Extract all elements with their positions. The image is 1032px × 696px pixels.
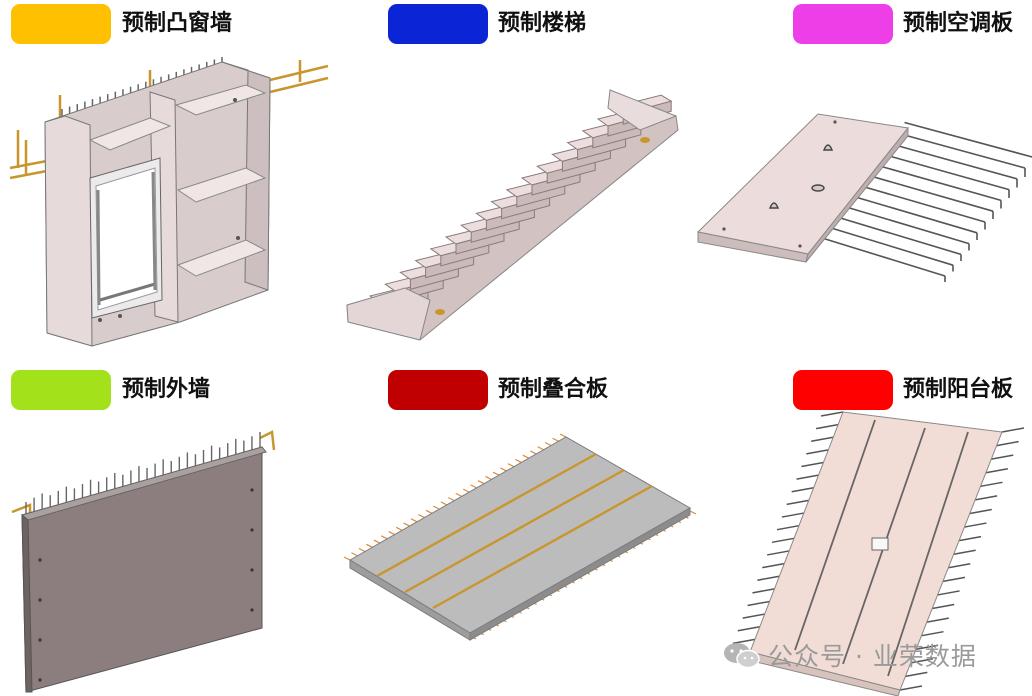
bay-window-wall-drawing — [9, 57, 329, 347]
exterior-wall-drawing — [11, 430, 276, 693]
legend-swatch-stair — [388, 4, 488, 44]
watermark: 公众号 · 业荣数据 — [722, 637, 977, 673]
ac-slab-drawing — [696, 113, 1032, 282]
stair-drawing — [346, 89, 679, 341]
watermark-text: 公众号 · 业荣数据 — [768, 642, 977, 671]
legend-swatch-balcony-slab — [793, 370, 893, 410]
legend-label-exterior-wall: 预制外墙 — [122, 377, 211, 402]
legend-swatch-bay-window-wall — [11, 4, 111, 44]
composite-slab-drawing — [343, 433, 697, 641]
legend-label-composite-slab: 预制叠合板 — [498, 377, 609, 402]
legend-label-stair: 预制楼梯 — [498, 11, 587, 36]
legend-label-ac-slab: 预制空调板 — [903, 11, 1014, 36]
wechat-icon — [724, 643, 760, 669]
legend-label-bay-window-wall: 预制凸窗墙 — [122, 11, 233, 36]
legend-label-balcony-slab: 预制阳台板 — [903, 377, 1014, 402]
legend-swatch-exterior-wall — [11, 370, 111, 410]
balcony-slab-drawing — [727, 411, 1025, 696]
legend-swatch-ac-slab — [793, 4, 893, 44]
legend-swatch-composite-slab — [388, 370, 488, 410]
